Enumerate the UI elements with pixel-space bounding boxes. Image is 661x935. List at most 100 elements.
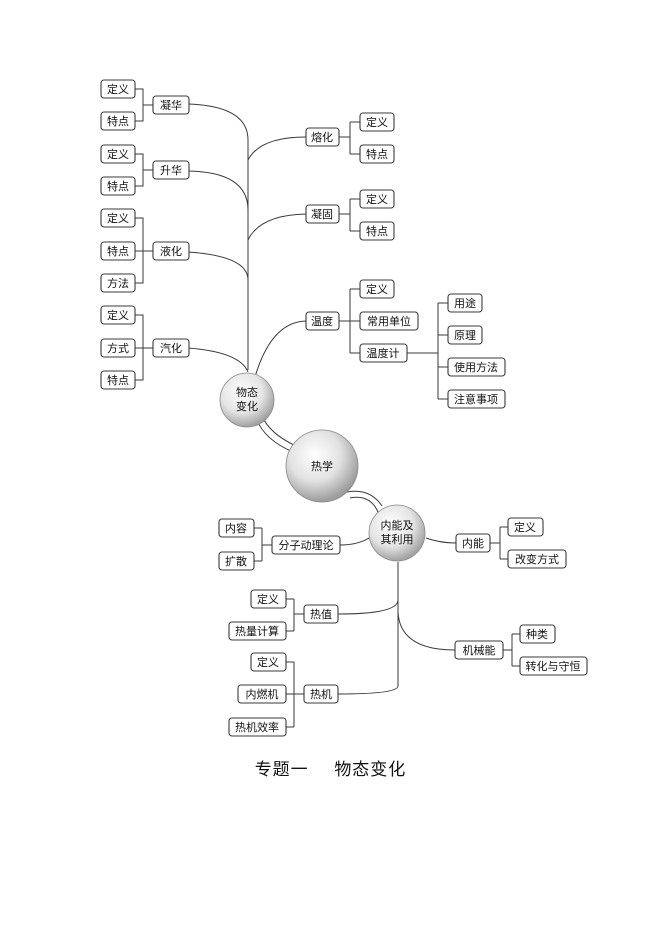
node-rezhi-definition: 定义 <box>250 589 287 609</box>
node-ronghua: 熔化 <box>305 127 340 147</box>
section-caption: 专题一 物态变化 <box>0 755 661 780</box>
svg-text:特点: 特点 <box>366 224 388 238</box>
node-wendu-units: 常用单位 <box>359 311 419 331</box>
node-reji-combustion-engine: 内燃机 <box>237 684 287 704</box>
node-neineng-change-methods: 改变方式 <box>507 549 567 569</box>
svg-text:内容: 内容 <box>225 521 247 535</box>
node-yehua-definition: 定义 <box>100 208 136 228</box>
node-wenduji-notes: 注意事项 <box>447 389 506 409</box>
topic-label-state-change-line1: 物态 <box>236 385 258 399</box>
node-yehua: 液化 <box>152 241 190 261</box>
svg-text:定义: 定义 <box>107 308 129 322</box>
svg-text:特点: 特点 <box>107 114 129 128</box>
svg-text:注意事项: 注意事项 <box>454 392 498 406</box>
node-neineng: 内能 <box>455 533 491 553</box>
node-fenzi-content: 内容 <box>218 518 255 538</box>
node-neineng-definition: 定义 <box>507 517 544 537</box>
svg-text:热值: 热值 <box>310 608 332 621</box>
caption-title: 物态变化 <box>334 760 407 780</box>
node-wendu-definition: 定义 <box>359 279 395 299</box>
svg-text:定义: 定义 <box>257 655 279 669</box>
node-ninghua: 凝华 <box>152 95 190 115</box>
svg-text:定义: 定义 <box>257 592 279 606</box>
node-jixie-conservation: 转化与守恒 <box>519 656 588 676</box>
node-qihua-definition: 定义 <box>100 305 136 325</box>
topic-circle-state-change: 物态 变化 <box>219 372 275 428</box>
topic-label-state-change-line2: 变化 <box>236 399 258 413</box>
node-ninghua-features: 特点 <box>100 111 136 131</box>
node-wendu: 温度 <box>305 311 340 331</box>
svg-text:转化与守恒: 转化与守恒 <box>526 659 581 673</box>
topic-label-internal-energy-line1: 内能及 <box>381 518 414 532</box>
svg-text:温度计: 温度计 <box>367 346 400 360</box>
svg-text:特点: 特点 <box>107 179 129 193</box>
topic-circle-internal-energy: 内能及 其利用 <box>368 504 426 562</box>
svg-text:内燃机: 内燃机 <box>246 687 279 701</box>
node-jixie-types: 种类 <box>519 624 556 644</box>
node-shenghua-features: 特点 <box>100 176 136 196</box>
svg-text:常用单位: 常用单位 <box>367 314 411 328</box>
svg-text:用途: 用途 <box>454 296 476 310</box>
node-wenduji-usage: 使用方法 <box>447 357 506 377</box>
svg-text:定义: 定义 <box>366 115 388 129</box>
node-wenduji: 温度计 <box>359 343 408 363</box>
svg-text:方法: 方法 <box>107 276 129 290</box>
svg-text:热量计算: 热量计算 <box>235 624 279 638</box>
node-wenduji-use: 用途 <box>447 293 483 313</box>
topic-label-heat: 热学 <box>311 459 333 473</box>
svg-text:升华: 升华 <box>160 163 182 177</box>
node-qihua-features: 特点 <box>100 370 136 390</box>
node-reji: 热机 <box>303 684 339 704</box>
node-yehua-methods: 方法 <box>100 273 136 293</box>
svg-text:特点: 特点 <box>107 373 129 387</box>
node-reji-efficiency: 热机效率 <box>228 717 287 737</box>
node-ninghua-definition: 定义 <box>100 79 136 99</box>
svg-text:热机: 热机 <box>310 687 332 701</box>
topic-circle-heat: 热学 <box>285 429 359 503</box>
node-ninggu-definition: 定义 <box>359 189 395 209</box>
node-wenduji-principle: 原理 <box>447 325 483 345</box>
node-jixie: 机械能 <box>454 640 504 660</box>
node-qihua: 汽化 <box>152 338 190 358</box>
node-ronghua-definition: 定义 <box>359 112 395 132</box>
node-fenzi: 分子动理论 <box>271 535 341 555</box>
svg-text:扩散: 扩散 <box>225 554 247 568</box>
svg-text:原理: 原理 <box>454 329 476 342</box>
svg-text:机械能: 机械能 <box>463 643 496 657</box>
svg-text:内能: 内能 <box>462 536 484 550</box>
svg-text:凝固: 凝固 <box>311 207 333 221</box>
node-reji-definition: 定义 <box>250 652 287 672</box>
node-ninggu: 凝固 <box>305 204 340 224</box>
svg-text:熔化: 熔化 <box>311 130 333 144</box>
svg-text:热机效率: 热机效率 <box>235 720 279 734</box>
svg-text:液化: 液化 <box>160 244 182 258</box>
node-ronghua-features: 特点 <box>359 144 395 164</box>
svg-text:汽化: 汽化 <box>160 341 182 355</box>
svg-text:改变方式: 改变方式 <box>515 552 559 566</box>
node-ninggu-features: 特点 <box>359 221 395 241</box>
svg-text:种类: 种类 <box>526 627 548 641</box>
topic-label-internal-energy-line2: 其利用 <box>381 533 414 546</box>
svg-text:温度: 温度 <box>311 314 333 328</box>
svg-text:特点: 特点 <box>107 244 129 258</box>
svg-text:凝华: 凝华 <box>160 98 182 112</box>
node-rezhi: 热值 <box>303 604 339 624</box>
svg-text:定义: 定义 <box>107 82 129 96</box>
node-qihua-modes: 方式 <box>100 338 136 358</box>
svg-text:特点: 特点 <box>366 147 388 161</box>
svg-text:定义: 定义 <box>107 211 129 225</box>
node-yehua-features: 特点 <box>100 241 136 261</box>
node-fenzi-diffusion: 扩散 <box>218 551 255 571</box>
svg-text:定义: 定义 <box>514 520 536 534</box>
svg-text:分子动理论: 分子动理论 <box>279 538 334 552</box>
caption-topic: 专题一 <box>254 760 309 780</box>
svg-text:方式: 方式 <box>107 341 129 355</box>
node-rezhi-calculation: 热量计算 <box>228 621 287 641</box>
node-shenghua-definition: 定义 <box>100 144 136 164</box>
svg-text:定义: 定义 <box>366 192 388 206</box>
svg-text:定义: 定义 <box>366 282 388 296</box>
svg-text:使用方法: 使用方法 <box>454 360 498 374</box>
svg-text:定义: 定义 <box>107 147 129 161</box>
node-shenghua: 升华 <box>152 160 190 180</box>
